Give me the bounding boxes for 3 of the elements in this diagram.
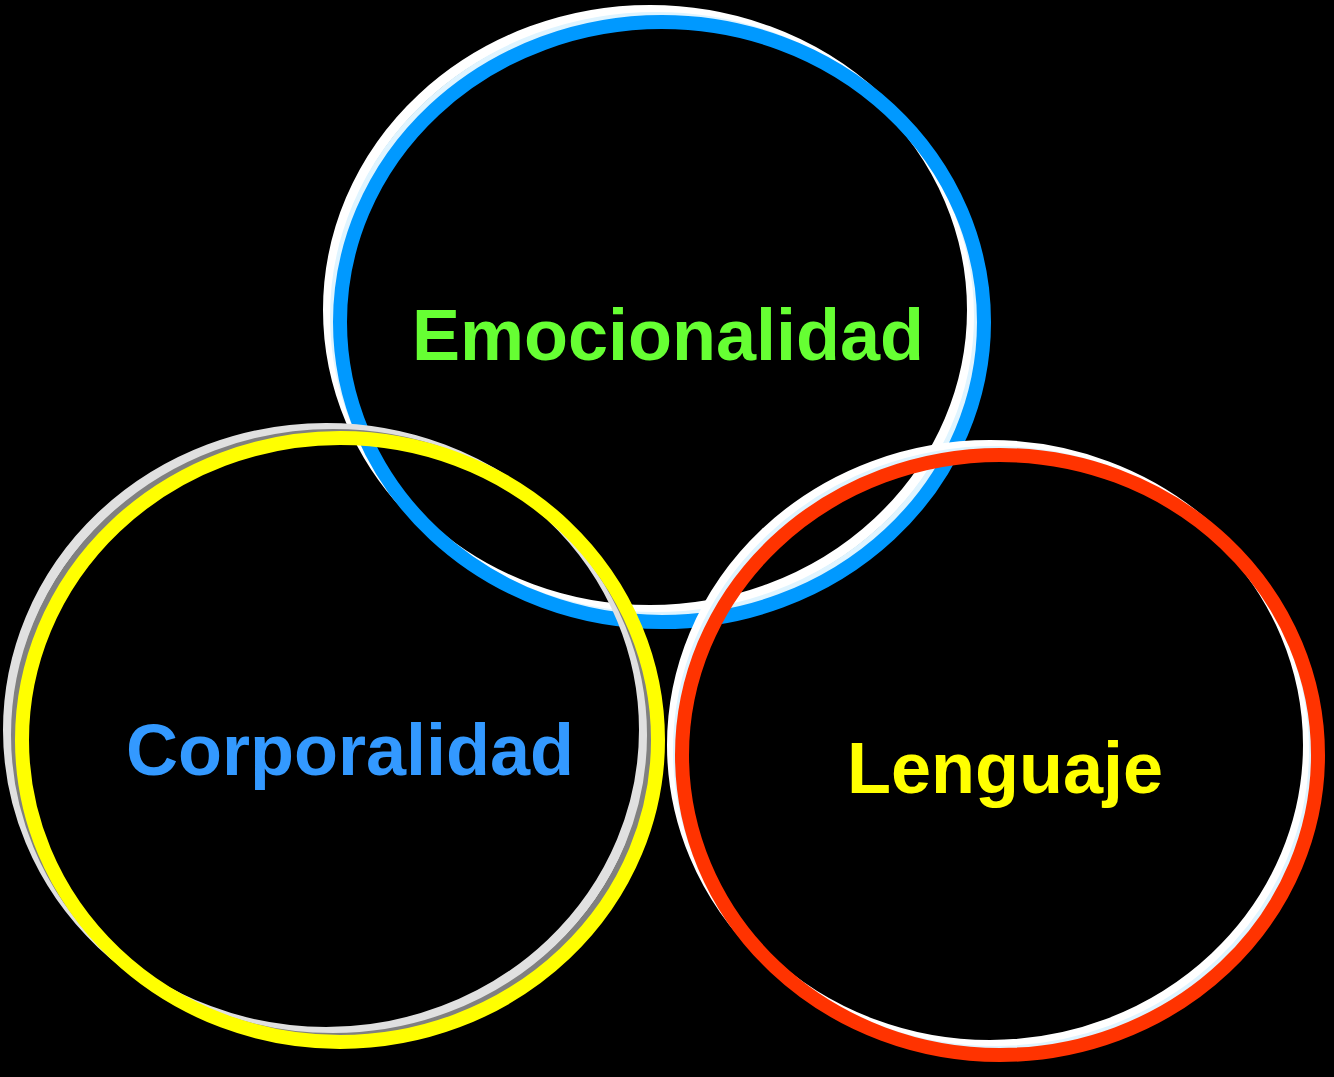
circle-label: Corporalidad [126,709,574,791]
circle-label: Emocionalidad [411,294,925,376]
circle-label: Lenguaje [846,727,1164,809]
